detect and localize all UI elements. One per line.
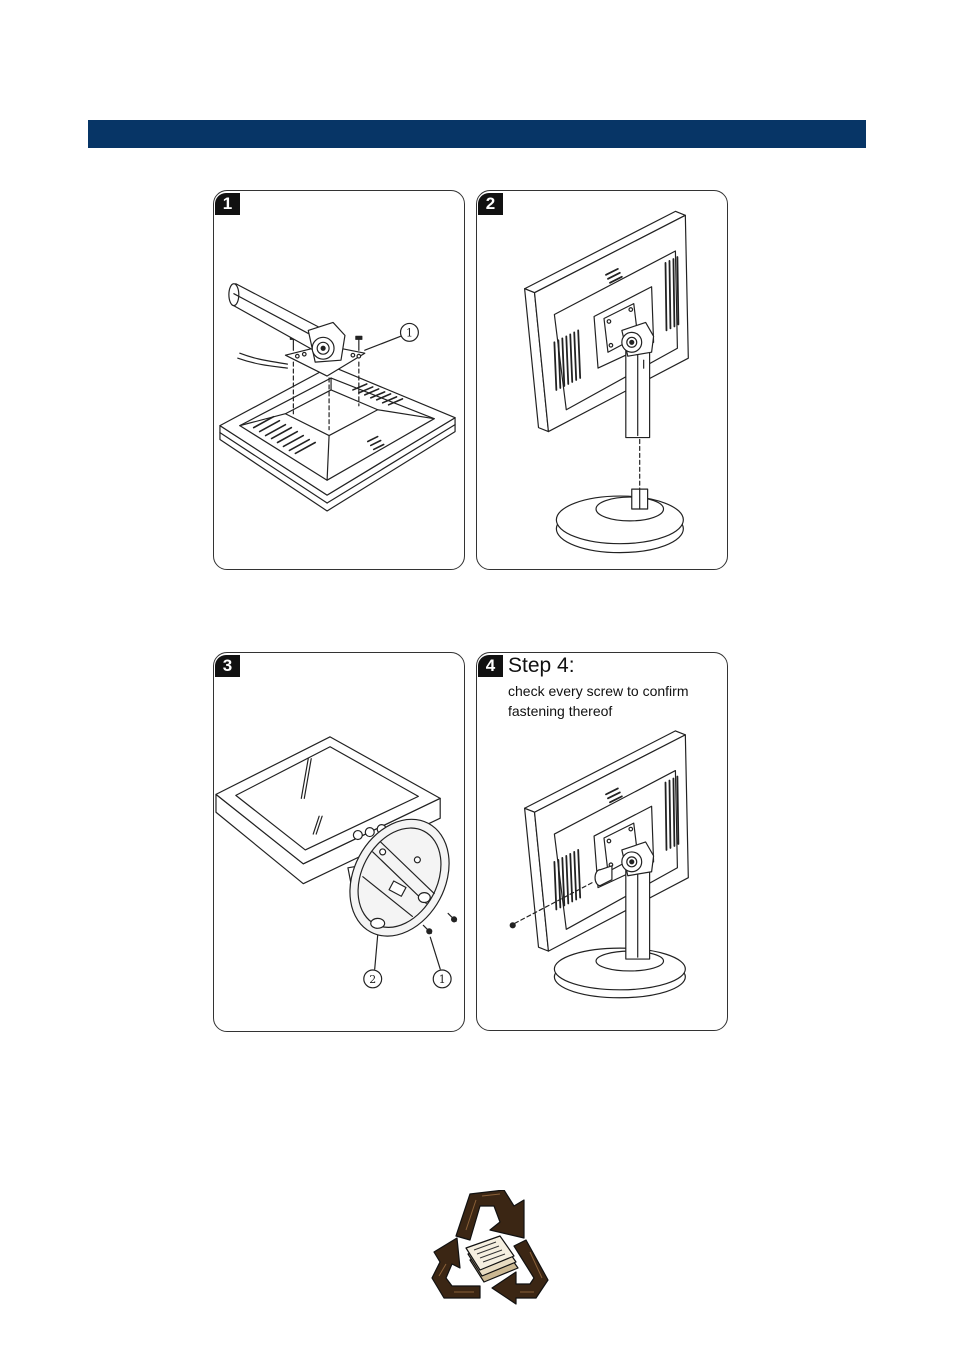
step-badge: 3: [215, 655, 240, 677]
side-knob: [594, 865, 613, 887]
screws: [422, 912, 458, 935]
callout-2: 2: [363, 934, 383, 989]
header-bar: [88, 120, 866, 148]
stand-arm: [228, 283, 346, 363]
callout-label: 1: [439, 973, 446, 986]
oval-base: [555, 488, 684, 554]
step-line: check every screw to confirm: [508, 683, 689, 699]
paper-stack: [465, 1235, 519, 1283]
step-title: Step 4:: [508, 654, 575, 677]
stand-attach-illustration: 1: [219, 283, 456, 512]
guide-lines: [292, 361, 360, 431]
vent-slots: [252, 383, 404, 455]
cable: [239, 352, 289, 365]
stand-column: [621, 321, 655, 439]
callout-1: 1: [429, 936, 452, 989]
step-panel-2: 2: [476, 190, 728, 570]
recycle-arrow-top: [455, 1190, 525, 1241]
step-line: fastening thereof: [508, 703, 613, 719]
step-badge: 1: [215, 193, 240, 215]
recycle-arrow-left: [431, 1237, 481, 1299]
monitor-face-up: [215, 736, 441, 885]
screw-guide: [509, 881, 595, 929]
vent-slots: [553, 256, 680, 391]
step-panel-4: 4 Step 4: check every screw to confirm f…: [476, 652, 728, 1031]
step-panel-1: 1: [213, 190, 465, 570]
step-instructions: check every screw to confirm fastening t…: [508, 681, 689, 721]
stand-column: [621, 841, 655, 960]
callout-label: 1: [406, 326, 413, 339]
base-attach-illustration: 2 1: [215, 736, 458, 989]
recycle-arrow-right: [491, 1239, 549, 1305]
screw-check-illustration: [509, 730, 689, 999]
monitor-on-base-illustration: [524, 210, 689, 554]
recycle-icon: [431, 1190, 549, 1305]
step-badge: 4: [478, 655, 503, 677]
monitor-back-lying: [219, 365, 456, 512]
step-panel-3: 3: [213, 652, 465, 1032]
base-plate: [349, 818, 450, 937]
oval-base: [553, 947, 686, 999]
callout-1: 1: [364, 322, 419, 351]
callout-label: 2: [369, 973, 376, 986]
step-badge: 2: [478, 193, 503, 215]
